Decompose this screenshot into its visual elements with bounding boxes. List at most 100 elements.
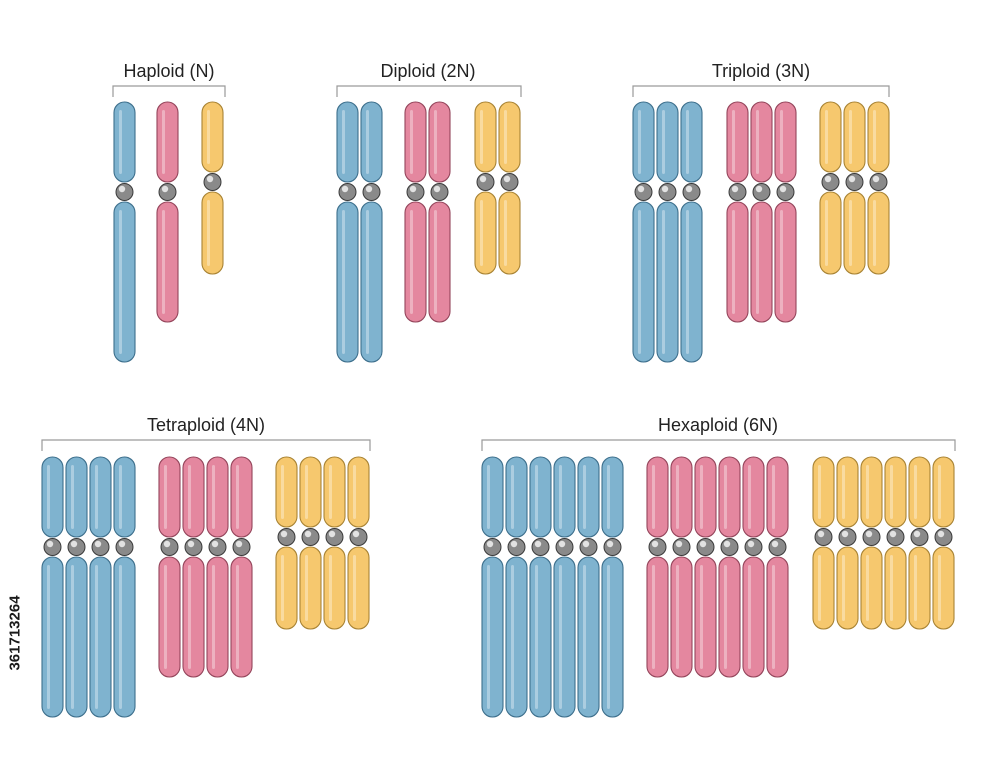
blue-chromosome-upper-arm [529, 456, 552, 538]
yellow-chromosome-lower-arm [867, 191, 890, 275]
pink-chromosome-lower-arm [404, 201, 427, 323]
centromere-highlight [503, 175, 511, 183]
centromere-highlight [817, 530, 825, 538]
yellow-chromosome [932, 456, 955, 630]
chromatid-highlight [95, 565, 98, 709]
centromere [500, 173, 519, 191]
stock-id-text: 361713264 [6, 595, 24, 671]
blue-chromosome-lower-arm [113, 556, 136, 718]
chromatid-highlight [188, 565, 191, 669]
centromere [232, 538, 251, 556]
pink-chromosome-upper-arm [182, 456, 205, 538]
centromere [476, 173, 495, 191]
centromere-highlight [235, 540, 243, 548]
pink-chromosome-upper-arm [718, 456, 741, 538]
centromere [362, 183, 381, 201]
chromatid-highlight [652, 465, 655, 529]
chromatid-highlight [305, 465, 308, 519]
chromatid-highlight [504, 110, 507, 164]
chromatid-highlight [188, 465, 191, 529]
pink-chromosome [694, 456, 717, 678]
centromere-highlight [731, 185, 739, 193]
centromere [768, 538, 787, 556]
centromere-highlight [637, 185, 645, 193]
chromatid-highlight [756, 210, 759, 314]
chromatid-highlight [914, 555, 917, 621]
centromere-highlight [486, 540, 494, 548]
centromere [752, 183, 771, 201]
chromatid-highlight [434, 210, 437, 314]
blue-chromosome-upper-arm [601, 456, 624, 538]
chromatid-highlight [732, 110, 735, 174]
yellow-chromosome-upper-arm [323, 456, 346, 528]
centromere [115, 183, 134, 201]
centromere [886, 528, 905, 546]
centromere-highlight [118, 540, 126, 548]
chromatid-highlight [281, 555, 284, 621]
chromatid-highlight [487, 565, 490, 709]
chromatid-highlight [212, 465, 215, 529]
chromatid-highlight [487, 465, 490, 529]
pink-chromosome-upper-arm [726, 101, 749, 183]
blue-chromosome [89, 456, 112, 718]
pink-chromosome [206, 456, 229, 678]
chromatid-highlight [700, 465, 703, 529]
chromatid-highlight [686, 110, 689, 174]
centromere-highlight [94, 540, 102, 548]
chromatid-highlight [748, 565, 751, 669]
chromatid-highlight [607, 565, 610, 709]
centromere [301, 528, 320, 546]
blue-chromosome-upper-arm [505, 456, 528, 538]
yellow-chromosome-lower-arm [932, 546, 955, 630]
blue-chromosome [113, 456, 136, 718]
yellow-chromosome-lower-arm [812, 546, 835, 630]
chromatid-highlight [366, 210, 369, 354]
panel-title: Diploid (2N) [380, 61, 475, 81]
centromere [349, 528, 368, 546]
centromere [184, 538, 203, 556]
yellow-chromosome [884, 456, 907, 630]
centromere-highlight [661, 185, 669, 193]
chromatid-highlight [638, 110, 641, 174]
pink-chromosome [158, 456, 181, 678]
pink-chromosome [428, 101, 451, 323]
chromatid-highlight [724, 465, 727, 529]
chromatid-highlight [329, 555, 332, 621]
centromere [648, 538, 667, 556]
centromere [579, 538, 598, 556]
centromere-highlight [479, 175, 487, 183]
blue-chromosome [41, 456, 64, 718]
pink-chromosome-lower-arm [742, 556, 765, 678]
yellow-chromosome [843, 101, 866, 275]
centromere-highlight [187, 540, 195, 548]
chromatid-highlight [535, 465, 538, 529]
blue-chromosome-lower-arm [65, 556, 88, 718]
blue-chromosome-upper-arm [481, 456, 504, 538]
chromatid-highlight [748, 465, 751, 529]
centromere-highlight [755, 185, 763, 193]
centromere-highlight [433, 185, 441, 193]
blue-chromosome-lower-arm [360, 201, 383, 363]
pink-chromosome-upper-arm [766, 456, 789, 538]
panel-bracket [481, 439, 956, 451]
centromere [720, 538, 739, 556]
blue-chromosome-lower-arm [529, 556, 552, 718]
chromatid-highlight [676, 565, 679, 669]
chromatid-highlight [353, 465, 356, 519]
panel-title: Haploid (N) [123, 61, 214, 81]
blue-chromosome [632, 101, 655, 363]
blue-chromosome-upper-arm [553, 456, 576, 538]
chromatid-highlight [281, 465, 284, 519]
blue-chromosome [656, 101, 679, 363]
blue-chromosome [577, 456, 600, 718]
panel-title: Tetraploid (4N) [147, 415, 265, 435]
chromatid-highlight [686, 210, 689, 354]
panel-title: Triploid (3N) [712, 61, 810, 81]
pink-chromosome [404, 101, 427, 323]
pink-chromosome-upper-arm [646, 456, 669, 538]
pink-chromosome-lower-arm [774, 201, 797, 323]
centromere-highlight [771, 540, 779, 548]
chromatid-highlight [938, 465, 941, 519]
pink-chromosome [182, 456, 205, 678]
yellow-chromosome [836, 456, 859, 630]
